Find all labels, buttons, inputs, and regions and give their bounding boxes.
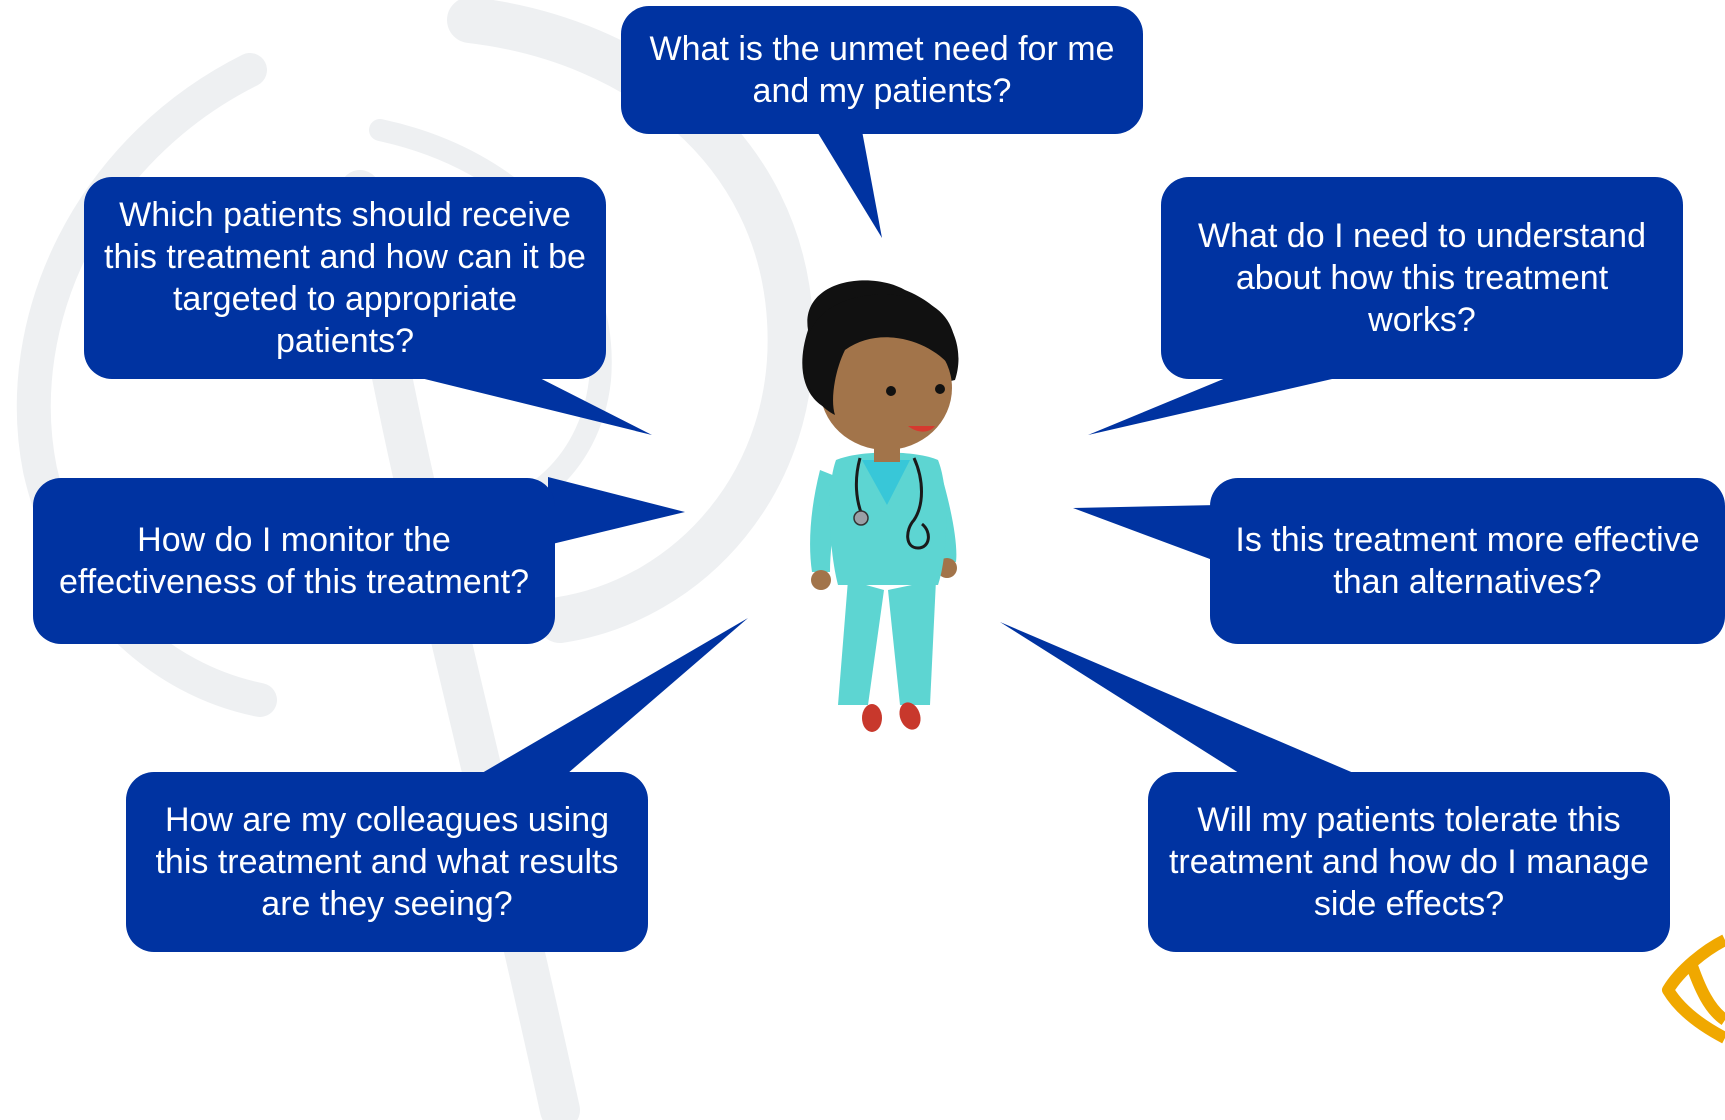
doctor-figure-icon xyxy=(802,280,959,732)
question-text: What do I need to understand about how t… xyxy=(1198,217,1646,339)
brand-logo-icon xyxy=(1662,934,1725,1044)
question-text: What is the unmet need for me and my pat… xyxy=(649,30,1115,110)
question-bubble-effectiveness: Is this treatment more effective than al… xyxy=(1210,478,1725,644)
tail-how-it-works xyxy=(1088,368,1380,435)
question-text: Will my patients tolerate this treatment… xyxy=(1168,801,1650,923)
tail-unmet-need xyxy=(810,120,882,238)
question-bubble-unmet-need: What is the unmet need for me and my pat… xyxy=(621,6,1143,134)
tail-monitor xyxy=(548,477,685,545)
tail-colleagues xyxy=(470,618,748,780)
tail-tolerate xyxy=(1000,622,1370,780)
question-bubble-how-it-works: What do I need to understand about how t… xyxy=(1161,177,1683,379)
question-text: How are my colleagues using this treatme… xyxy=(155,801,619,923)
question-bubble-tolerate: Will my patients tolerate this treatment… xyxy=(1148,772,1670,952)
question-bubble-colleagues: How are my colleagues using this treatme… xyxy=(126,772,648,952)
tail-effectiveness xyxy=(1073,505,1218,562)
question-text: How do I monitor the effectiveness of th… xyxy=(59,521,529,601)
tail-which-patients xyxy=(380,368,652,435)
question-bubble-which-patients: Which patients should receive this treat… xyxy=(84,177,606,379)
question-text: Which patients should receive this treat… xyxy=(104,196,586,360)
bubble-tails xyxy=(380,120,1380,780)
question-bubble-monitor: How do I monitor the effectiveness of th… xyxy=(33,478,555,644)
question-text: Is this treatment more effective than al… xyxy=(1235,521,1700,601)
